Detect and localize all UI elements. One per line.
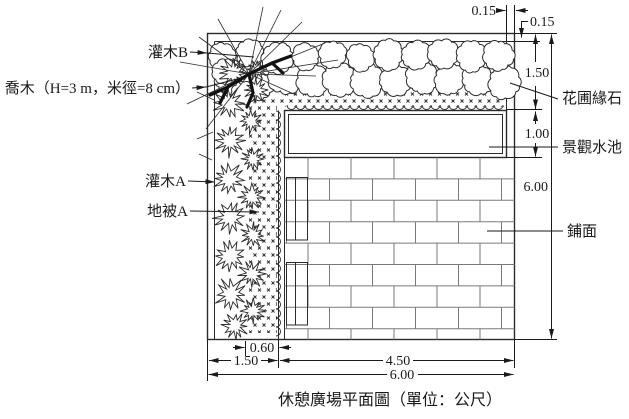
pool-water [288,114,503,154]
tree-branch-line [179,61,250,75]
curb-label: 花圃緣石 [562,90,622,107]
tree-leader [191,85,207,91]
dimension-lines [207,5,557,381]
tree-branch-line [248,21,303,75]
shrub-b-cloud [482,39,516,72]
shrub-a-spike [198,153,213,161]
shrub-a-star [212,87,245,119]
shrub-b-label: 灌木B [148,44,188,61]
dim-pool-depth: 1.00 [525,127,550,142]
dim-plaza-height: 6.00 [524,180,549,195]
shrub-a-spike [196,91,215,101]
bench-1 [286,177,308,241]
shrub-b-leader-tail [206,52,255,58]
text-layer: 灌木B 喬木（H=3 m，米徑=8 cm） 灌木A 地被A 花圃緣石 景觀水池 … [5,4,622,409]
shrub-a-star [214,126,247,159]
pool-label: 景觀水池 [562,139,622,156]
shrub-a-star [214,278,246,312]
plan-border [206,32,516,341]
bench-2 [286,262,308,326]
shrub-b-cloud [400,39,432,71]
figure-caption: 休憩廣場平面圖（單位：公尺） [278,391,502,409]
shrub-a-star [240,147,265,171]
pool-border [283,109,508,159]
shrub-a-star [240,221,265,247]
dim-curb-height: 0.15 [530,15,555,30]
dim-curb-width: 0.15 [472,4,497,19]
shrub-a-star [237,181,266,210]
tree-branch-line [248,9,282,75]
tree-branch-line [248,73,317,77]
bed-scalloped-edges [275,104,504,337]
shrub-a-star [220,313,248,341]
shrub-b-cloud [378,64,413,97]
scallop-edge-top-bed [286,104,504,110]
shrub-a-star [239,297,267,324]
shrub-a-star [213,161,246,196]
shrub-b-leader [189,49,208,55]
dim-curb-height-bracket [519,21,528,38]
scallop-edge-left-bed [275,110,281,337]
leader-lines [187,49,563,232]
shrub-b-cloud [455,40,488,74]
shrub-a-spike [196,131,214,140]
tree-branch-line [248,59,339,75]
dim-paving-width: 4.50 [386,354,411,369]
shrub-b-cloud [295,64,329,98]
shrub-b-cloud [345,43,376,73]
groundcover-hatch-left [249,98,277,333]
dim-bed-depth: 1.50 [525,66,550,81]
paving-label: 鋪面 [567,223,597,240]
dim-side-bed-width: 1.50 [234,354,259,369]
shrub-a-label: 灌木A [145,173,186,190]
tree-leader-tail [205,77,242,88]
shrub-a-star [211,201,246,235]
shrub-a-star [238,108,262,135]
shrub-b-cloud [321,61,358,98]
tree-branch-line [198,36,250,75]
tree-label: 喬木（H=3 m，米徑=8 cm） [5,80,190,97]
paving-bricks [284,157,515,340]
tree-branch-line [248,73,297,96]
groundcover-a-leader [189,209,260,215]
shrub-b-cloud [487,65,522,101]
shrub-a-star [215,240,245,273]
shrub-a-star [243,77,269,104]
shrub-b-cloud [426,38,460,70]
dim-groundcover-width: 0.60 [250,341,275,356]
shrub-a-leader [187,179,216,185]
shrub-b-cloud [372,38,405,72]
tree-trunk-branches [208,54,293,109]
shrub-a-star [237,260,267,288]
tree-branch-line [217,18,250,75]
tree-branch-line [248,6,264,75]
tree-branch-line [205,73,250,130]
groundcover-a-label: 地被A [147,203,188,220]
dim-plaza-width: 6.00 [390,368,415,383]
